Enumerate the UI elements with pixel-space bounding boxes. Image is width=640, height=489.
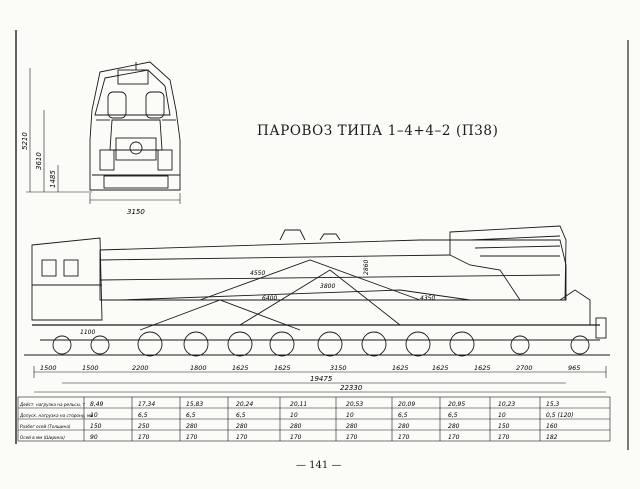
inner-label-4: 6400 <box>262 295 277 302</box>
table-cell: 170 <box>290 434 302 441</box>
wheelbase-dim-8: 1625 <box>432 364 449 372</box>
table-cell: 90 <box>90 434 98 441</box>
table-cell: 20,95 <box>448 401 465 408</box>
table-cell: 170 <box>448 434 460 441</box>
front-view <box>89 61 181 191</box>
table-cell: 6,5 <box>138 412 148 419</box>
wheelbase-dims: 1500 1500 2200 1800 1625 1625 3150 1625 1625 1625… <box>40 364 580 372</box>
table-cell: 20,09 <box>398 401 415 408</box>
table-cell: 20,24 <box>236 401 253 408</box>
table-cell: 6,5 <box>448 412 458 419</box>
wheelbase-dim-2: 2200 <box>132 364 149 372</box>
front-height-dim-2: 3610 <box>35 152 43 170</box>
table-cell: 10,23 <box>498 401 515 408</box>
table-cell: 8,49 <box>90 401 104 408</box>
table-cell: 150 <box>90 423 102 430</box>
inner-label-6: 1100 <box>80 329 95 336</box>
table-cell: 15,3 <box>546 401 560 408</box>
table-cell: 150 <box>498 423 510 430</box>
table-cell: 10 <box>90 412 98 419</box>
table-cell: 250 <box>138 423 150 430</box>
table-cell: 10 <box>498 412 506 419</box>
table-cell: 20,11 <box>290 401 307 408</box>
table-cell: 280 <box>290 423 302 430</box>
side-dimension-lines <box>33 366 607 393</box>
front-height-dim-3: 1485 <box>49 170 57 188</box>
table-cell: 6,5 <box>236 412 246 419</box>
table-cell: 10 <box>290 412 298 419</box>
table-cell: 160 <box>546 423 558 430</box>
table-cell: 280 <box>398 423 410 430</box>
table-cell: 170 <box>138 434 150 441</box>
front-width-dim: 3150 <box>127 208 145 216</box>
table-cell: 10 <box>346 412 354 419</box>
data-table-text: Дейст. нагрузка на рельсы, т 8,49 17,34 15,… <box>19 401 574 441</box>
page-number: — 141 — <box>296 460 342 471</box>
table-cell: 280 <box>186 423 198 430</box>
inner-label-2: 3800 <box>320 283 335 290</box>
drawing-title: ПАРОВОЗ ТИПА 1–4+4–2 (П38) <box>257 123 499 139</box>
total-wheelbase-dim: 19475 <box>310 375 333 383</box>
wheelbase-dim-10: 2700 <box>516 364 533 372</box>
table-cell: 6,5 <box>398 412 408 419</box>
inner-label-3: 2860 <box>363 260 370 275</box>
wheelbase-dim-5: 1625 <box>274 364 291 372</box>
table-cell: 6,5 <box>186 412 196 419</box>
side-view <box>24 225 610 357</box>
wheelbase-dim-9: 1625 <box>474 364 491 372</box>
wheelbase-dim-7: 1625 <box>392 364 409 372</box>
inner-label-5: 4350 <box>420 295 435 302</box>
table-cell: 182 <box>546 434 558 441</box>
wheelbase-dim-6: 3150 <box>330 364 347 372</box>
inner-label-1: 4550 <box>250 270 265 277</box>
table-cell: 170 <box>186 434 198 441</box>
table-cell: 20,53 <box>346 401 363 408</box>
wheelbase-dim-11: 965 <box>568 364 580 372</box>
table-cell: 15,83 <box>186 401 203 408</box>
table-cell: 170 <box>398 434 410 441</box>
table-row-label: Осей в мм (Ширина) <box>20 435 65 440</box>
front-view-dimensions <box>26 68 181 204</box>
table-row-label: Дейст. нагрузка на рельсы, т <box>19 402 86 407</box>
wheelbase-dim-4: 1625 <box>232 364 249 372</box>
table-cell: 170 <box>346 434 358 441</box>
front-height-dim-1: 5210 <box>21 132 29 150</box>
wheelbase-dim-3: 1800 <box>190 364 207 372</box>
table-cell: 280 <box>346 423 358 430</box>
total-length-dim: 22330 <box>340 384 363 392</box>
table-row-label: Допуск. нагрузка на сторону, мм <box>19 413 93 418</box>
table-row-label: Разбег осей (Толщина) <box>20 424 71 429</box>
table-cell: 280 <box>236 423 248 430</box>
wheelbase-dim-1: 1500 <box>82 364 99 372</box>
table-cell: 17,34 <box>138 401 155 408</box>
table-cell: 280 <box>448 423 460 430</box>
wheelbase-dim-0: 1500 <box>40 364 57 372</box>
table-cell: 170 <box>498 434 510 441</box>
table-cell: 170 <box>236 434 248 441</box>
data-table-grid <box>17 396 611 442</box>
table-cell: 0,5 (120) <box>546 412 574 419</box>
